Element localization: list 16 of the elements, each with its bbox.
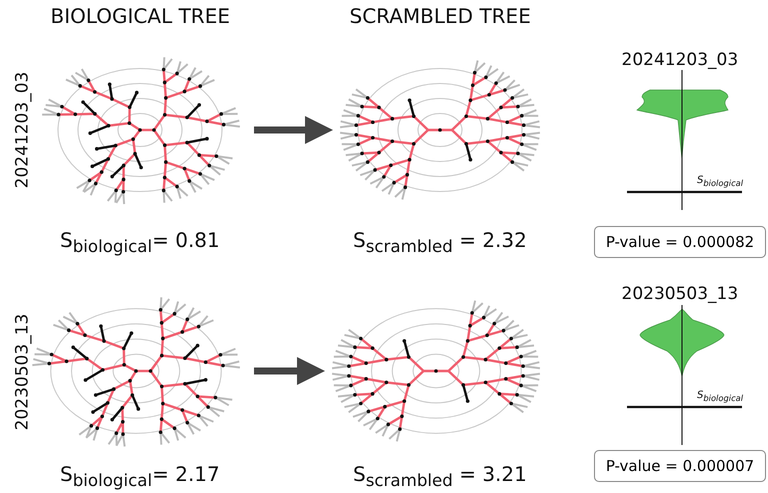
- row-label: 20241203_03: [12, 72, 32, 188]
- axis-label: S$_{biological}$: [697, 175, 744, 188]
- arrow: [254, 116, 333, 144]
- score-label: S$_{scrambled}$ = 2.32: [353, 228, 527, 256]
- axis-label: S$_{biological}$: [697, 390, 744, 403]
- arrow: [254, 357, 325, 385]
- plot-title: 20230503_13: [622, 284, 738, 304]
- plot-title: 20241203_03: [622, 50, 738, 70]
- column-heading: BIOLOGICAL TREE: [50, 4, 230, 28]
- score-label: S$_{biological}$= 0.81: [60, 228, 220, 256]
- p-value-box: P-value = 0.000007: [594, 450, 766, 482]
- score-label: S$_{scrambled}$ = 3.21: [353, 462, 527, 490]
- column-heading: SCRAMBLED TREE: [350, 4, 531, 28]
- score-label: S$_{biological}$= 2.17: [60, 462, 220, 490]
- p-value-box: P-value = 0.000082: [594, 226, 766, 258]
- row-label: 20230503_13: [12, 314, 32, 430]
